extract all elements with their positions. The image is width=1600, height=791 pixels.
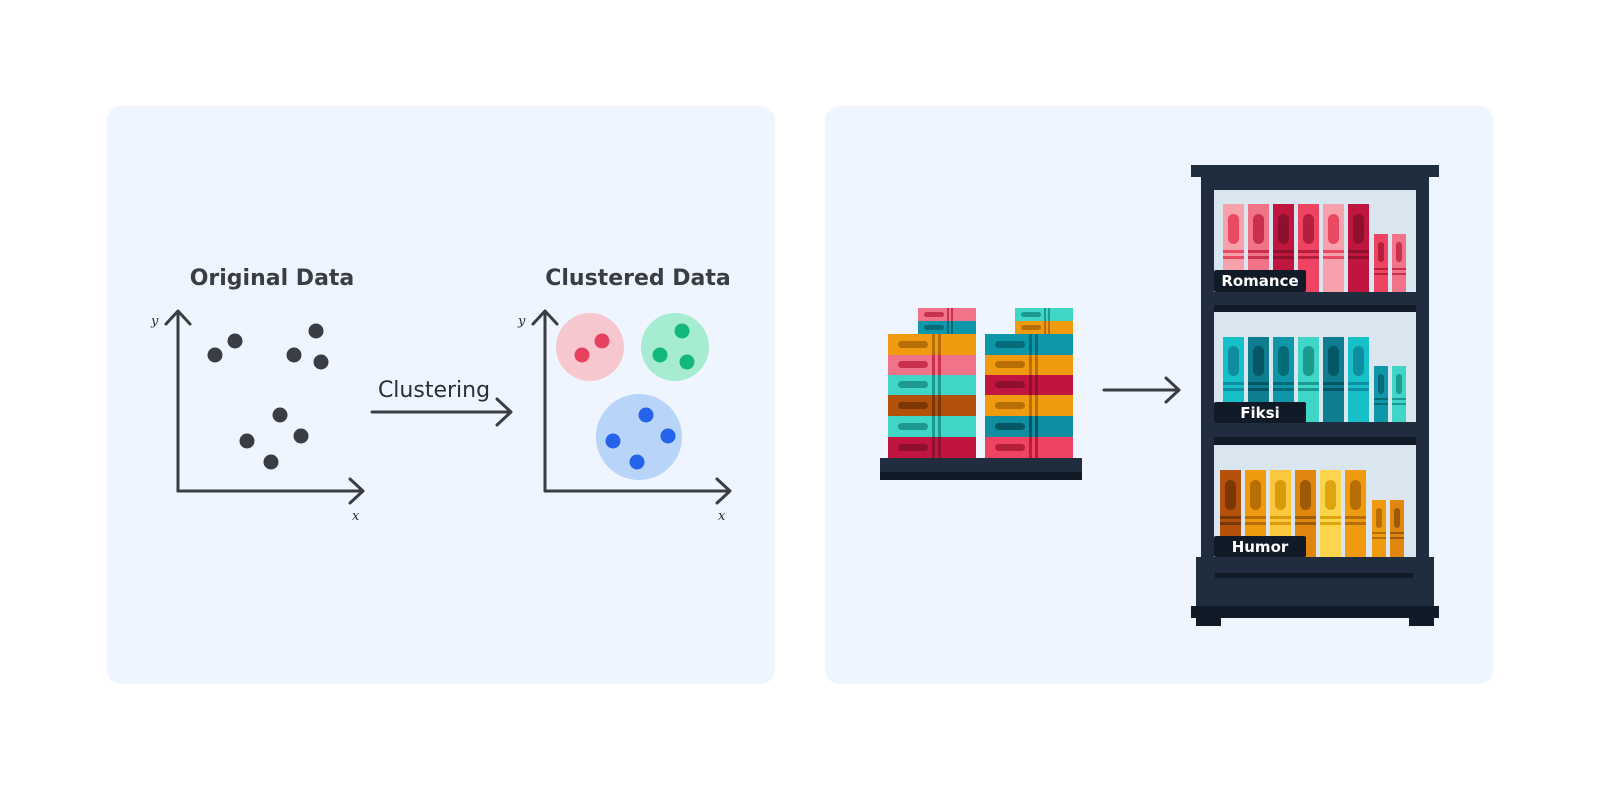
data-point — [605, 433, 621, 449]
original-axes — [164, 309, 365, 505]
humor-books — [1220, 470, 1404, 557]
data-point — [207, 347, 223, 363]
shelf-label-text: Fiksi — [1240, 404, 1279, 422]
original-y-axis-label: y — [150, 314, 159, 329]
data-point — [272, 407, 288, 423]
fiksi-books — [1223, 337, 1406, 422]
book-stack-right — [985, 308, 1073, 458]
cluster-red — [556, 313, 624, 381]
shelf-label-fiksi: Fiksi — [1214, 402, 1306, 423]
data-point — [308, 323, 324, 339]
clustering-arrow-icon — [370, 397, 513, 427]
clustered-x-axis-label: x — [718, 509, 726, 524]
data-point — [660, 428, 676, 444]
shelf-label-humor: Humor — [1214, 536, 1306, 557]
data-point — [293, 428, 309, 444]
shelf-label-text: Humor — [1232, 538, 1289, 556]
data-point — [227, 333, 243, 349]
data-point — [629, 454, 645, 470]
data-point — [239, 433, 255, 449]
book-stack-left — [888, 308, 976, 458]
original-data-title: Original Data — [190, 266, 355, 291]
original-x-axis-label: x — [352, 509, 360, 524]
shelf-label-text: Romance — [1221, 272, 1298, 290]
original-data-points — [207, 323, 329, 470]
data-point — [638, 407, 654, 423]
data-point — [263, 454, 279, 470]
cluster-blue — [596, 394, 682, 480]
clustered-y-axis-label: y — [517, 314, 526, 329]
clustered-data-title: Clustered Data — [545, 266, 731, 291]
unsorted-books-icon — [880, 308, 1082, 480]
data-point — [286, 347, 302, 363]
clustered-axes — [531, 309, 732, 505]
data-point — [679, 354, 695, 370]
cluster-green — [641, 313, 709, 381]
shelf-label-romance: Romance — [1214, 270, 1306, 292]
data-point — [313, 354, 329, 370]
data-point — [674, 323, 690, 339]
clustering-arrow-label: Clustering — [378, 378, 490, 403]
data-point — [594, 333, 610, 349]
data-point — [652, 347, 668, 363]
data-point — [574, 347, 590, 363]
sorting-arrow-icon — [1102, 376, 1181, 404]
clustering-panel — [107, 106, 775, 684]
